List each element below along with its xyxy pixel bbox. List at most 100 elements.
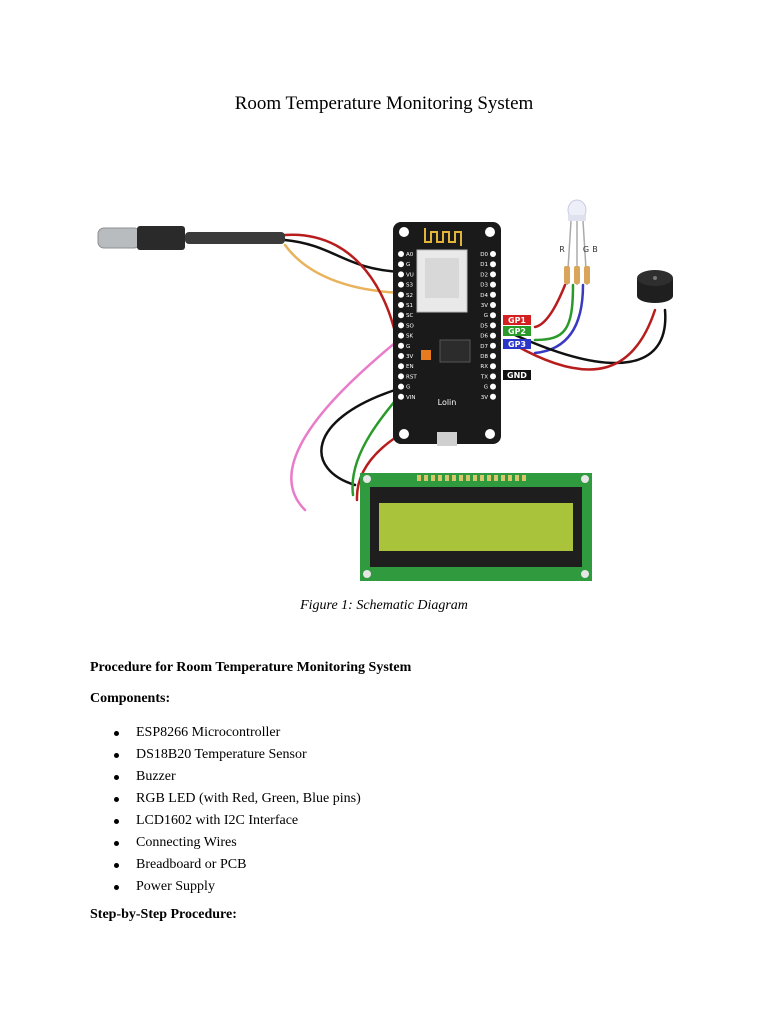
pin-label: D2: [480, 272, 488, 278]
led-label-g: G: [583, 245, 589, 254]
pin-label: 3V: [481, 303, 488, 309]
pin-tag-label: GP2: [508, 327, 526, 336]
pin-label: D1: [480, 262, 488, 268]
pin-label: S2: [406, 293, 413, 299]
pin-hole: [490, 251, 496, 257]
pin-hole: [398, 291, 404, 298]
pin-hole: [398, 383, 404, 390]
led-label-b: B: [592, 245, 598, 254]
pin-hole: [398, 373, 404, 380]
board-label: Lolin: [438, 398, 457, 407]
steps-heading: Step-by-Step Procedure:: [90, 907, 237, 922]
list-item: ESP8266 Microcontroller: [112, 722, 361, 744]
lcd1602-display: [360, 473, 592, 581]
lcd-pin: [466, 475, 470, 481]
lcd-pin: [508, 475, 512, 481]
pin-label: 3V: [481, 395, 488, 401]
lcd-pin: [452, 475, 456, 481]
buzzer: [637, 270, 673, 303]
pin-hole: [398, 281, 404, 288]
pin-label: G: [484, 385, 488, 391]
pin-label: D3: [480, 283, 488, 289]
bullet-icon: [114, 819, 119, 824]
pin-label: SO: [406, 323, 414, 329]
page-title: Room Temperature Monitoring System: [234, 93, 534, 114]
lcd-pin-header: [417, 475, 526, 481]
pin-label: D5: [480, 323, 488, 329]
lcd-pin: [501, 475, 505, 481]
pin-hole: [490, 322, 496, 329]
pin-label: SK: [406, 334, 413, 340]
pin-hole: [490, 291, 496, 298]
lcd-pin: [424, 475, 428, 481]
bullet-icon: [114, 885, 119, 890]
procedure-heading: Procedure for Room Temperature Monitorin…: [90, 660, 412, 675]
pin-tag-label: GND: [507, 371, 527, 380]
pin-label: D6: [480, 334, 488, 340]
pin-hole: [490, 302, 496, 308]
pin-label: S1: [406, 303, 413, 309]
pin-label: VIN: [406, 395, 416, 401]
wire-sensor-gnd: [283, 238, 405, 274]
list-item: Buzzer: [112, 766, 361, 788]
pin-label: EN: [406, 364, 414, 370]
pin-label: G: [406, 262, 410, 268]
pin-hole: [490, 261, 496, 268]
pin-label: 3V: [406, 354, 413, 360]
list-item: Connecting Wires: [112, 832, 361, 854]
components-list: ESP8266 Microcontroller DS18B20 Temperat…: [112, 722, 361, 898]
list-item: Power Supply: [112, 876, 361, 898]
lcd-pin: [494, 475, 498, 481]
lcd-pin: [431, 475, 435, 481]
lcd-pin: [515, 475, 519, 481]
pin-hole: [398, 312, 404, 319]
pin-hole: [490, 271, 496, 278]
list-item: RGB LED (with Red, Green, Blue pins): [112, 788, 361, 810]
bullet-icon: [114, 863, 119, 868]
bullet-icon: [114, 753, 119, 758]
pin-hole: [398, 271, 404, 278]
lcd-pin: [445, 475, 449, 481]
pin-tag-bg: [503, 315, 531, 325]
pin-hole: [490, 312, 496, 319]
temperature-sensor: [97, 226, 285, 250]
pin-hole: [398, 302, 404, 308]
pin-tag-bg: [503, 370, 531, 380]
pin-hole: [490, 353, 496, 359]
pin-label: SC: [406, 313, 413, 319]
list-item: LCD1602 with I2C Interface: [112, 810, 361, 832]
pin-label: S3: [406, 283, 413, 289]
wire-led-red: [533, 283, 567, 329]
lcd-pin: [480, 475, 484, 481]
pin-tag-bg: [503, 326, 531, 336]
pin-label: TX: [480, 374, 488, 380]
wire-led-blue: [533, 283, 585, 355]
bullet-icon: [114, 731, 119, 736]
pin-label: RX: [480, 364, 488, 370]
pin-label: D4: [480, 293, 488, 299]
wire-sensor-vcc: [283, 233, 402, 362]
pin-tag-label: GP1: [508, 316, 526, 325]
pin-label: D0: [480, 252, 488, 258]
list-item: Breadboard or PCB: [112, 854, 361, 876]
wire-led-green: [533, 283, 575, 342]
pin-hole: [490, 383, 496, 390]
pin-label: RST: [406, 374, 417, 380]
pin-label: G: [406, 385, 410, 391]
led-label-r: R: [559, 245, 565, 254]
components-heading: Components:: [90, 691, 171, 706]
pin-hole: [398, 363, 404, 370]
pin-label: D8: [480, 354, 488, 360]
pin-hole: [398, 322, 404, 329]
pin-hole: [398, 261, 404, 268]
lcd-pin: [459, 475, 463, 481]
pin-label: G: [484, 313, 488, 319]
bullet-icon: [114, 775, 119, 780]
figure-caption: Figure 1: Schematic Diagram: [300, 598, 468, 613]
pin-label: A0: [406, 252, 414, 258]
